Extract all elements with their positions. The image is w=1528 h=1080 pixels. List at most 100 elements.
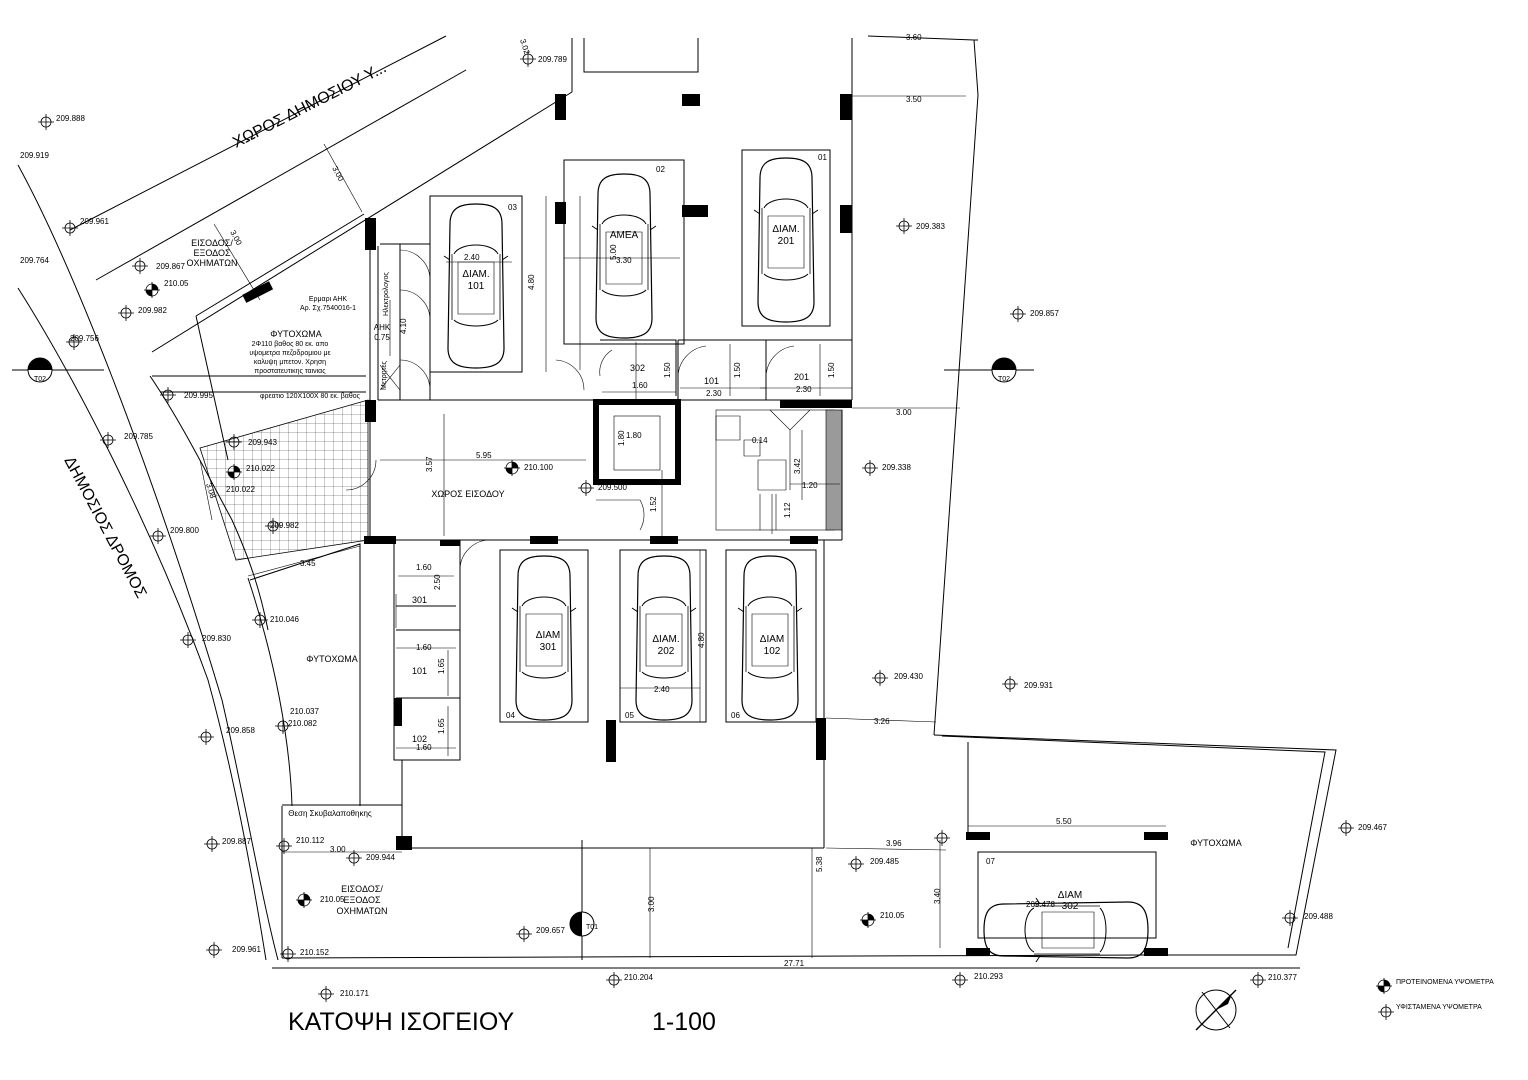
- bay01-num: 01: [818, 153, 827, 162]
- bay04-num: 04: [506, 711, 515, 720]
- top-structure: [583, 38, 699, 73]
- svg-text:210.100: 210.100: [524, 463, 553, 472]
- storage-101b-label: 101: [412, 666, 427, 676]
- svg-text:210.112: 210.112: [296, 836, 325, 845]
- dim-1-65-b: 1.65: [437, 718, 446, 734]
- svg-text:210.171: 210.171: [340, 989, 369, 998]
- svg-text:210.05: 210.05: [164, 279, 189, 288]
- svg-text:209.657: 209.657: [536, 926, 565, 935]
- stair-steps: [715, 415, 761, 457]
- dim-1-80-b: 1.80: [617, 430, 626, 446]
- dim-1-60-d: 1.60: [416, 743, 432, 752]
- south-boundary: [281, 954, 1161, 959]
- svg-text:210.022: 210.022: [226, 485, 255, 494]
- bay01-line1: ΔΙΑΜ.: [772, 224, 799, 235]
- entrance-hall-label: ΧΩΡΟΣ ΕΙΣΟΔΟΥ: [431, 489, 504, 499]
- planter-left-label: ΦΥΤΟΧΩΜΑ: [306, 654, 357, 664]
- svg-text:209.887: 209.887: [222, 837, 251, 846]
- public-space-label: ΧΩΡΟΣ ΔΗΜΟΣΙΟΥ Υ...: [230, 59, 389, 151]
- ahk-cabinet-line1: Ερμαρι ΑΗΚ: [309, 296, 348, 303]
- svg-text:209.995: 209.995: [184, 391, 213, 400]
- dim-5-50: 5.50: [1056, 817, 1072, 826]
- parking-bay-06: [725, 549, 817, 723]
- dim-5-95: 5.95: [476, 451, 492, 460]
- stair-wall-hatch: [825, 409, 843, 531]
- bay04-line1: ΔΙΑΜ: [536, 630, 560, 641]
- section-left-label: Τ02: [34, 376, 46, 383]
- svg-text:209.756: 209.756: [70, 334, 99, 343]
- entrance-top-line1: ΕΙΣΟΔΟΣ/: [191, 238, 233, 248]
- dim-3-50: 3.50: [906, 95, 922, 104]
- east-boundary-lower-inner: [941, 735, 1326, 949]
- parking-bay-05: [619, 549, 707, 723]
- entrance-bot-line2: ΕΞΟΔΟΣ: [343, 895, 380, 905]
- dim-1-80-a: 1.80: [626, 431, 642, 440]
- svg-text:209.430: 209.430: [894, 672, 923, 681]
- storage-block-left: [393, 540, 461, 761]
- svg-text:209.467: 209.467: [1358, 823, 1387, 832]
- bay05-line1: ΔΙΑΜ.: [652, 634, 679, 645]
- lift-shaft-walls: [593, 399, 681, 485]
- door-arc-1: [399, 249, 431, 281]
- svg-text:209.383: 209.383: [916, 222, 945, 231]
- entrance-top-line2: ΕΞΟΔΟΣ: [193, 248, 230, 258]
- storage-302-label: 302: [630, 363, 645, 373]
- planter-note-1: 2Φ110 βαθος 80 εκ. απο: [252, 341, 329, 348]
- legend-existing: ΥΦΙΣΤΑΜΕΝΑ ΥΨΟΜΕΤΡΑ: [1396, 1004, 1482, 1011]
- storage-102-label: 102: [412, 734, 427, 744]
- entrance-bot-line3: ΟΧΗΜΑΤΩΝ: [337, 906, 388, 916]
- footpath-lines: [152, 375, 366, 393]
- door-arc-s302: [599, 349, 613, 377]
- svg-text:210.05: 210.05: [320, 895, 345, 904]
- dim-4-10: 4.10: [399, 318, 408, 334]
- public-space-line-1: [69, 35, 447, 231]
- dim-1-50-c: 1.50: [827, 362, 836, 378]
- svg-text:209.478: 209.478: [1026, 900, 1055, 909]
- planter-note-3: καλυψη μπετον. Χρηση: [254, 359, 326, 366]
- planter-note-4: προστατευτικης ταινιας: [254, 368, 326, 375]
- dim-1-65-a: 1.65: [437, 658, 446, 674]
- dim-1-50-a: 1.50: [663, 362, 672, 378]
- parking-bay-07: [977, 851, 1157, 963]
- dim-2-50: 2.50: [433, 574, 442, 590]
- svg-text:209.961: 209.961: [232, 945, 261, 954]
- svg-text:209.982: 209.982: [138, 306, 167, 315]
- dim-1-50-b: 1.50: [733, 362, 742, 378]
- entrance-top-line3: ΟΧΗΜΑΤΩΝ: [187, 258, 238, 268]
- door-arc-3: [399, 359, 431, 391]
- dim-2-40-b: 2.40: [654, 685, 670, 694]
- door-arc-upper: [555, 359, 585, 391]
- bin-position-label: Θεση Σκυβαλαποθηκης: [288, 809, 372, 818]
- storage-201-label: 201: [794, 372, 809, 382]
- dim-2-40-a: 2.40: [464, 253, 480, 262]
- dim-4-80-a: 4.80: [527, 274, 536, 290]
- dimension-lines: [199, 95, 1166, 958]
- dim-3-96: 3.96: [886, 839, 902, 848]
- dim-1-20: 1.20: [802, 481, 818, 490]
- bay07-line1: ΔΙΑΜ: [1058, 890, 1082, 901]
- electrician-label: Ηλεκτρολογος: [383, 272, 390, 316]
- bay03-line1: ΔΙΑΜ.: [462, 269, 489, 280]
- svg-text:209.830: 209.830: [202, 634, 231, 643]
- east-boundary-lower: [933, 734, 1337, 956]
- svg-text:210.204: 210.204: [624, 973, 653, 982]
- section-bottom-label: Τ01: [586, 924, 598, 931]
- dim-3-57: 3.57: [425, 456, 434, 472]
- dim-3-00-top: 3.00: [330, 165, 346, 183]
- svg-text:210.377: 210.377: [1268, 973, 1297, 982]
- svg-text:209.931: 209.931: [1024, 681, 1053, 690]
- dim-3-40: 3.40: [933, 888, 942, 904]
- paved-entrance: [199, 399, 369, 561]
- meter-cross: [379, 364, 401, 391]
- dim-3-00-bot: 3.00: [647, 896, 656, 912]
- road-edge-outer: [17, 164, 279, 961]
- bay05-num: 05: [625, 711, 634, 720]
- bay07-num: 07: [986, 857, 995, 866]
- door-arc-lift: [596, 499, 645, 531]
- storage-301-label: 301: [412, 595, 427, 605]
- planter-note-2: υψομετρα πεζοδρομιου με: [249, 350, 330, 357]
- svg-text:209.961: 209.961: [80, 217, 109, 226]
- planter-side: [195, 315, 229, 461]
- dim-2-30-b: 2.30: [796, 385, 812, 394]
- bay06-num: 06: [731, 711, 740, 720]
